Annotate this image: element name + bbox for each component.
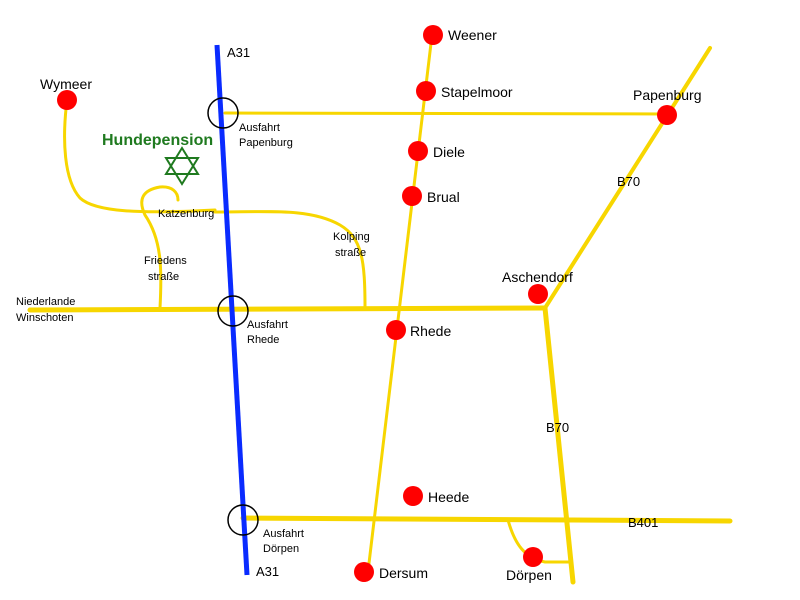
star-of-david-icon[interactable] bbox=[164, 146, 200, 175]
town-dot-rhede[interactable] bbox=[386, 320, 406, 340]
exit-doerpen-label-line1: Ausfahrt bbox=[263, 528, 304, 540]
town-label-weener: Weener bbox=[448, 27, 497, 43]
road-label-b70-upper: B70 bbox=[617, 174, 640, 189]
road-b70-north bbox=[543, 46, 712, 310]
town-label-dersum: Dersum bbox=[379, 565, 428, 581]
star-of-david-icon-inverted[interactable] bbox=[164, 157, 200, 186]
road-label-friedens-line2: straße bbox=[148, 271, 179, 283]
road-label-katzenburg: Katzenburg bbox=[158, 208, 214, 220]
highway-label-bottom: A31 bbox=[256, 564, 279, 579]
exit-doerpen-label-line2: Dörpen bbox=[263, 543, 299, 555]
road-label-niederlande-line2: Winschoten bbox=[16, 312, 73, 324]
town-dot-dersum[interactable] bbox=[354, 562, 374, 582]
road-label-b401: B401 bbox=[628, 515, 658, 530]
town-dot-weener[interactable] bbox=[423, 25, 443, 45]
town-dot-brual[interactable] bbox=[402, 186, 422, 206]
road-doerpen-loop bbox=[506, 518, 572, 564]
road-wymeer-katzenburg bbox=[63, 98, 217, 214]
town-label-doerpen: Dörpen bbox=[506, 567, 552, 583]
hundepension-label[interactable]: Hundepension bbox=[102, 132, 213, 149]
town-label-heede: Heede bbox=[428, 489, 469, 505]
town-label-wymeer: Wymeer bbox=[40, 76, 92, 92]
highway-label-top: A31 bbox=[227, 45, 250, 60]
exit-papenburg-label-line1: Ausfahrt bbox=[239, 122, 280, 134]
town-label-aschendorf: Aschendorf bbox=[502, 269, 573, 285]
town-label-rhede: Rhede bbox=[410, 323, 451, 339]
road-label-niederlande-line1: Niederlande bbox=[16, 296, 75, 308]
exit-doerpen-ring[interactable] bbox=[227, 504, 259, 536]
roads bbox=[27, 33, 733, 585]
road-friedensstrasse bbox=[140, 185, 180, 310]
town-label-papenburg: Papenburg bbox=[633, 87, 702, 103]
road-label-kolping-line2: straße bbox=[335, 247, 366, 259]
town-dot-papenburg[interactable] bbox=[657, 105, 677, 125]
exit-rhede-label-line1: Ausfahrt bbox=[247, 319, 288, 331]
road-papenburg-exit bbox=[223, 111, 669, 116]
exit-papenburg-ring[interactable] bbox=[207, 97, 239, 129]
a31-highway bbox=[214, 44, 250, 576]
exit-papenburg-label-line2: Papenburg bbox=[239, 137, 293, 149]
road-label-friedens-line1: Friedens bbox=[144, 255, 187, 267]
exit-rings bbox=[207, 97, 259, 536]
town-dot-aschendorf[interactable] bbox=[528, 284, 548, 304]
road-weener-dersum bbox=[365, 33, 434, 582]
exit-rhede-label-line2: Rhede bbox=[247, 334, 279, 346]
road-label-kolping-line1: Kolping bbox=[333, 231, 370, 243]
road-katzenburg-kolping bbox=[213, 210, 367, 310]
town-dot-heede[interactable] bbox=[403, 486, 423, 506]
town-dot-wymeer[interactable] bbox=[57, 90, 77, 110]
town-dot-doerpen[interactable] bbox=[523, 547, 543, 567]
town-dots bbox=[57, 25, 677, 582]
town-dot-diele[interactable] bbox=[408, 141, 428, 161]
road-b70-south bbox=[542, 305, 576, 585]
town-label-brual: Brual bbox=[427, 189, 460, 205]
town-label-stapelmoor: Stapelmoor bbox=[441, 84, 513, 100]
road-b401 bbox=[240, 515, 733, 524]
town-label-diele: Diele bbox=[433, 144, 465, 160]
exit-rhede-ring[interactable] bbox=[217, 295, 249, 327]
road-label-b70-lower: B70 bbox=[546, 420, 569, 435]
road-niederlande-aschendorf bbox=[27, 305, 548, 313]
town-dot-stapelmoor[interactable] bbox=[416, 81, 436, 101]
